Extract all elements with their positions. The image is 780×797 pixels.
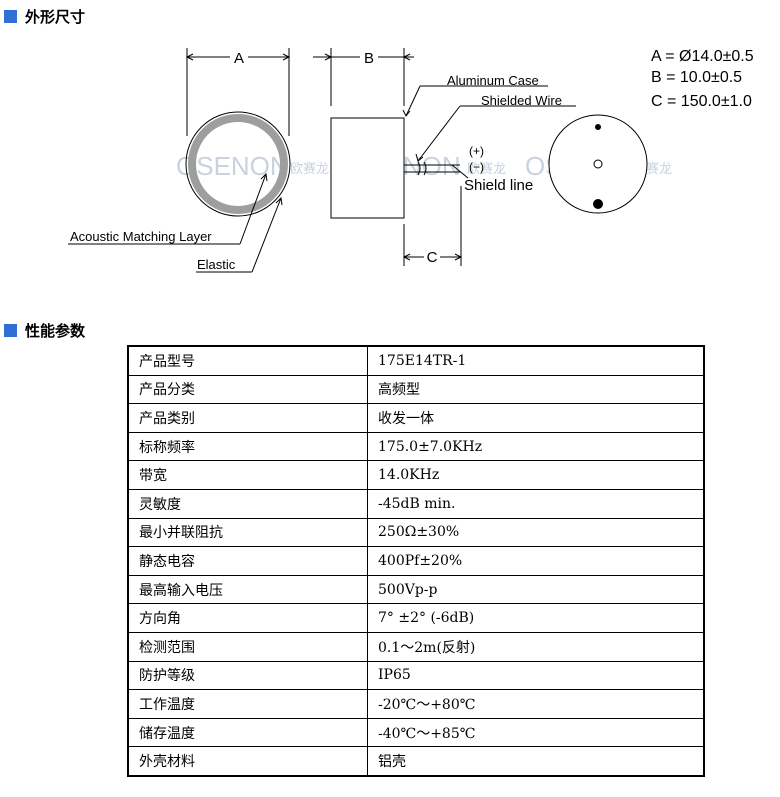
spec-value: 高频型	[367, 374, 705, 405]
label-acoustic-layer: Acoustic Matching Layer	[70, 229, 212, 244]
spec-label: 检测范围	[127, 631, 368, 662]
spec-value: 175E14TR-1	[367, 345, 705, 376]
dimension-c	[402, 186, 463, 266]
spec-label: 储存温度	[127, 717, 368, 748]
label-elastic: Elastic	[197, 257, 236, 272]
watermark-cn-1: 欧赛龙	[290, 161, 329, 176]
spec-label: 带宽	[127, 460, 368, 490]
spec-value: 250Ω±30%	[367, 517, 705, 548]
table-row: 储存温度-40℃～+85℃	[127, 717, 705, 748]
dimension-diagram: OSENON 欧赛龙 OSENON 欧赛龙 OSENON 欧赛龙 A B	[68, 48, 754, 273]
spec-value: 铝壳	[367, 746, 705, 777]
section-title: 外形尺寸	[25, 7, 86, 26]
rear-center-mark	[593, 159, 603, 169]
acoustic-layer-ring	[188, 114, 288, 214]
dimension-a	[185, 48, 291, 136]
spec-value: 500Vp-p	[367, 574, 705, 605]
spec-value: 0.1～2m(反射)	[367, 631, 705, 662]
rear-pin-bottom	[593, 199, 603, 209]
spec-value: 400Pf±20%	[367, 546, 705, 576]
shielded-wire-drawing	[404, 161, 469, 179]
rear-pin-top	[595, 124, 601, 130]
dim-b-label: B	[364, 50, 374, 67]
table-row: 灵敏度-45dB min.	[127, 488, 705, 519]
table-row: 产品分类高频型	[127, 374, 705, 405]
spec-label: 最高输入电压	[127, 574, 368, 605]
spec-label: 方向角	[127, 603, 368, 633]
section-title: 性能参数	[25, 321, 86, 340]
label-aluminum-case: Aluminum Case	[447, 73, 539, 88]
spec-value: 收发一体	[367, 403, 705, 433]
dim-a-label: A	[234, 50, 244, 67]
label-plus: (+)	[469, 144, 484, 158]
spec-b: B = 10.0±0.5	[651, 69, 742, 86]
spec-label: 产品分类	[127, 374, 368, 405]
spec-label: 工作温度	[127, 689, 368, 719]
side-view-body	[330, 117, 405, 219]
spec-value: -45dB min.	[367, 488, 705, 519]
spec-value: 14.0KHz	[367, 460, 705, 490]
label-shield-line: Shield line	[464, 177, 533, 194]
dim-c-label: C	[427, 249, 438, 266]
spec-label: 产品型号	[127, 345, 368, 376]
spec-label: 灵敏度	[127, 488, 368, 519]
front-view-ring	[185, 111, 291, 217]
spec-label: 静态电容	[127, 546, 368, 576]
blue-square-icon	[4, 9, 17, 23]
spec-label: 产品类别	[127, 403, 368, 433]
spec-label: 标称频率	[127, 431, 368, 462]
rear-view-circle	[548, 114, 648, 214]
dimension-b	[313, 48, 414, 106]
watermark-cn-2: 欧赛龙	[467, 161, 506, 176]
table-row: 工作温度-20℃～+80℃	[127, 689, 705, 719]
table-row: 产品类别收发一体	[127, 403, 705, 433]
spec-c: C = 150.0±1.0	[651, 93, 752, 110]
spec-a: A = Ø14.0±0.5	[651, 48, 754, 65]
label-minus: (−)	[469, 160, 484, 174]
spec-value: -40℃～+85℃	[367, 717, 705, 748]
spec-label: 外壳材料	[127, 746, 368, 777]
spec-value: -20℃～+80℃	[367, 689, 705, 719]
spec-value: 7° ±2° (-6dB)	[367, 603, 705, 633]
spec-value: 175.0±7.0KHz	[367, 431, 705, 462]
leader-lines	[68, 85, 576, 273]
section-header-performance: 性能参数	[4, 320, 85, 340]
spec-value: IP65	[367, 660, 705, 691]
label-shielded-wire: Shielded Wire	[481, 93, 562, 108]
spec-label: 防护等级	[127, 660, 368, 691]
section-header-dimensions: 外形尺寸	[4, 6, 85, 26]
table-row: 外壳材料铝壳	[127, 746, 705, 777]
spec-label: 最小并联阻抗	[127, 517, 368, 548]
blue-square-icon	[4, 323, 17, 337]
